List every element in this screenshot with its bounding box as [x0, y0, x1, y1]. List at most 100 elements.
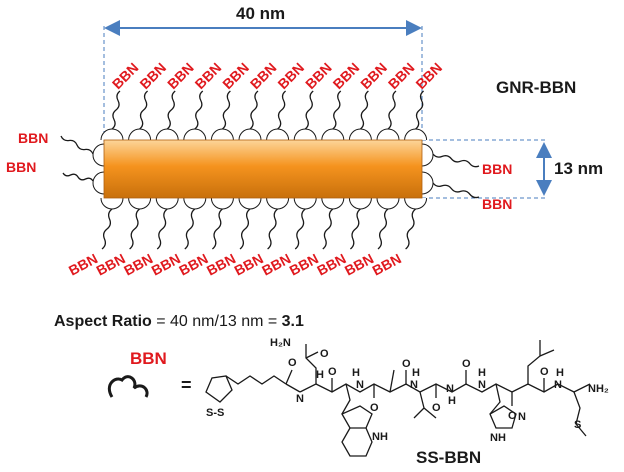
svg-text:H: H	[478, 367, 486, 379]
top-linker	[194, 90, 204, 130]
top-bbn-label: BBN	[136, 59, 169, 92]
svg-text:O: O	[328, 366, 337, 378]
top-bbn-label: BBN	[109, 59, 142, 92]
bottom-loop	[210, 197, 234, 210]
top-loop	[100, 128, 124, 141]
top-linker	[359, 90, 369, 130]
bottom-loop	[183, 197, 207, 210]
top-loop	[404, 128, 428, 141]
top-bbn-label: BBN	[357, 59, 390, 92]
bottom-loop	[155, 197, 179, 210]
bottom-linker	[101, 208, 113, 250]
svg-text:NH: NH	[372, 431, 388, 443]
svg-text:N: N	[554, 379, 562, 391]
top-linker	[111, 90, 121, 130]
svg-text:N: N	[446, 383, 454, 395]
top-loop	[238, 128, 262, 141]
top-bbn-label: BBN	[302, 59, 335, 92]
aspect-ratio-equation: = 40 nm/13 nm =	[151, 313, 282, 330]
bottom-linker	[129, 208, 141, 250]
svg-text:S-S: S-S	[206, 407, 224, 419]
aspect-ratio-term: Aspect Ratio	[54, 313, 152, 330]
right-bbn-label: BBN	[482, 161, 512, 177]
left-bbn-label: BBN	[6, 159, 36, 175]
left-linker	[62, 172, 94, 182]
top-linker	[277, 90, 287, 130]
top-bbn-label: BBN	[412, 59, 445, 92]
top-loop	[210, 128, 234, 141]
end-loop	[421, 143, 434, 167]
top-loop	[183, 128, 207, 141]
svg-text:H: H	[412, 367, 420, 379]
svg-text:N: N	[518, 411, 526, 423]
svg-text:NH₂: NH₂	[588, 383, 609, 395]
gold-nanorod	[103, 139, 423, 199]
top-bbn-label: BBN	[164, 59, 197, 92]
svg-text:O: O	[402, 358, 411, 370]
bottom-linker	[184, 208, 196, 250]
top-bbn-label: BBN	[192, 59, 225, 92]
top-linker	[249, 90, 259, 130]
bottom-loop	[238, 197, 262, 210]
top-linker	[221, 90, 231, 130]
top-loop	[348, 128, 372, 141]
right-linker	[432, 182, 480, 199]
bottom-bbn-label: BBN	[369, 250, 403, 278]
svg-text:H: H	[448, 395, 456, 407]
ss-bbn-atoms: H₂N O O S-S H N O NH H N O O H N O H N O…	[206, 337, 609, 444]
top-linker	[166, 90, 176, 130]
bottom-linker	[211, 208, 223, 250]
aspect-ratio-value: 3.1	[281, 313, 304, 330]
left-bbn-label: BBN	[18, 130, 48, 146]
bottom-linker	[377, 208, 389, 250]
svg-text:O: O	[540, 366, 549, 378]
top-bbn-label: BBN	[330, 59, 363, 92]
top-loop	[376, 128, 400, 141]
svg-text:H₂N: H₂N	[270, 337, 291, 349]
svg-text:H: H	[556, 367, 564, 379]
svg-text:N: N	[478, 379, 486, 391]
bottom-loop	[100, 197, 124, 210]
svg-text:O: O	[288, 357, 297, 369]
bottom-loop	[128, 197, 152, 210]
bottom-linker	[349, 208, 361, 250]
svg-text:N: N	[410, 379, 418, 391]
svg-text:N: N	[296, 393, 304, 405]
molecule-name: SS-BBN	[416, 448, 481, 467]
bottom-linker	[322, 208, 334, 250]
svg-text:O: O	[432, 402, 441, 414]
top-loop	[266, 128, 290, 141]
svg-text:S: S	[574, 419, 581, 431]
width-label: 13 nm	[554, 159, 603, 178]
aspect-ratio-caption: Aspect Ratio = 40 nm/13 nm = 3.1	[54, 313, 304, 331]
top-linker	[304, 90, 314, 130]
linker-symbol-icon	[107, 375, 149, 398]
right-linker	[432, 153, 480, 168]
bottom-loop	[348, 197, 372, 210]
bottom-loop	[376, 197, 400, 210]
svg-text:H: H	[316, 369, 324, 381]
top-loop	[155, 128, 179, 141]
length-label: 40 nm	[236, 4, 285, 23]
svg-text:O: O	[370, 402, 379, 414]
top-bbn-label: BBN	[385, 59, 418, 92]
top-bbn-label: BBN	[274, 59, 307, 92]
left-linker	[60, 135, 94, 155]
bottom-linker	[156, 208, 168, 250]
svg-text:H: H	[352, 367, 360, 379]
top-loop	[293, 128, 317, 141]
svg-text:O: O	[462, 358, 471, 370]
svg-text:N: N	[356, 379, 364, 391]
top-loop	[128, 128, 152, 141]
legend-bbn-label: BBN	[130, 349, 167, 368]
conjugate-title: GNR-BBN	[496, 78, 576, 97]
bottom-linker	[294, 208, 306, 250]
top-linker	[139, 90, 149, 130]
svg-text:O: O	[320, 348, 329, 360]
ss-bbn-structure	[205, 340, 591, 457]
end-loop	[421, 171, 434, 195]
bottom-loop	[404, 197, 428, 210]
right-bbn-label: BBN	[482, 196, 512, 212]
top-linker	[387, 90, 397, 130]
